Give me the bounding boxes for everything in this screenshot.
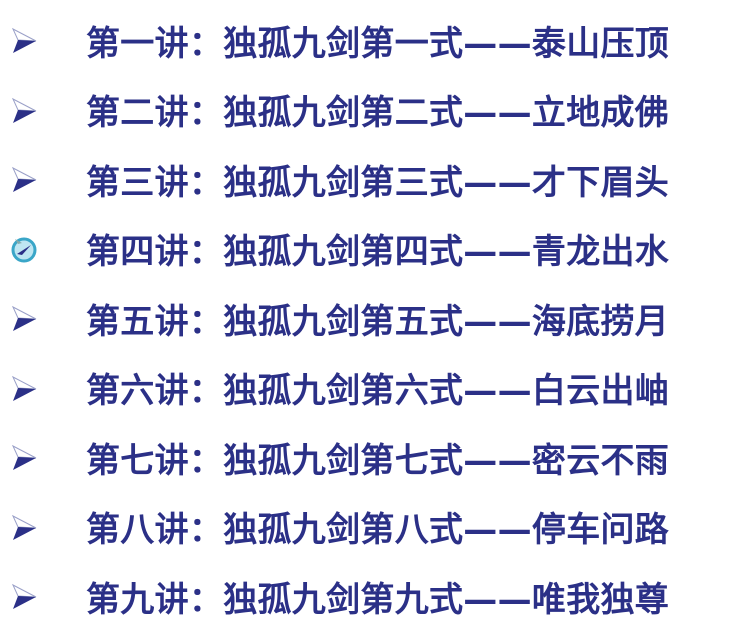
list-item-label: 第六讲：独孤九剑第六式——白云出岫	[86, 371, 670, 411]
arrow-bullet-icon	[10, 513, 38, 541]
list-item-label: 第九讲：独孤九剑第九式——唯我独尊	[86, 579, 670, 620]
arrow-bullet-icon	[10, 443, 38, 471]
list-item: 第六讲：独孤九剑第六式——白云出岫	[0, 358, 750, 418]
list-item: 第三讲：独孤九剑第三式——才下眉头	[0, 149, 750, 209]
list-item: 第七讲：独孤九剑第七式——密云不雨	[0, 427, 750, 487]
arrow-bullet-icon	[10, 96, 38, 124]
list-item: 第二讲：独孤九剑第二式——立地成佛	[0, 80, 750, 140]
list-item: 第五讲：独孤九剑第五式——海底捞月	[0, 288, 750, 348]
arrow-bullet-icon	[10, 165, 38, 193]
list-item-label: 第五讲：独孤九剑第五式——海底捞月	[86, 301, 670, 342]
list-item: 第四讲：独孤九剑第四式——青龙出水	[0, 219, 750, 279]
list-item: 第一讲：独孤九剑第一式——泰山压顶	[0, 10, 750, 70]
list-item-label: 第三讲：独孤九剑第三式——才下眉头	[86, 162, 670, 203]
list-item: 第八讲：独孤九剑第八式——停车问路	[0, 497, 750, 557]
list-item-label: 第七讲：独孤九剑第七式——密云不雨	[86, 440, 670, 481]
arrow-bullet-icon	[10, 26, 38, 54]
arrow-bullet-icon	[10, 582, 38, 610]
arrow-bullet-icon	[10, 374, 38, 402]
list-item-label: 第一讲：独孤九剑第一式——泰山压顶	[86, 23, 670, 64]
list-item-label: 第四讲：独孤九剑第四式——青龙出水	[86, 232, 670, 272]
list-item-label: 第八讲：独孤九剑第八式——停车问路	[86, 510, 670, 550]
list-item-label: 第二讲：独孤九剑第二式——立地成佛	[86, 93, 670, 133]
arrow-bullet-icon	[10, 304, 38, 332]
list-item: 第九讲：独孤九剑第九式——唯我独尊	[0, 566, 750, 626]
circle-bullet-icon	[10, 235, 38, 263]
